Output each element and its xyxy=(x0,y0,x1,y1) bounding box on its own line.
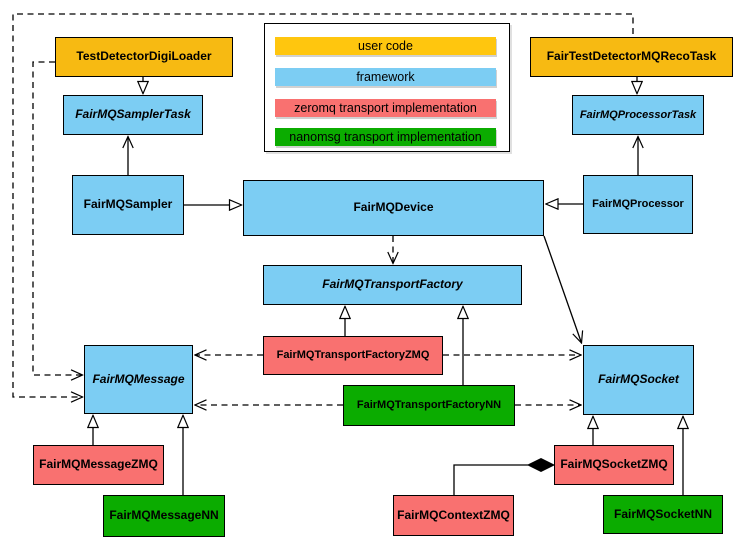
node-fairmqsamplertask: FairMQSamplerTask xyxy=(63,95,203,135)
node-fairmqtransportfactory: FairMQTransportFactory xyxy=(263,265,522,305)
node-fairmqmessagezmq: FairMQMessageZMQ xyxy=(33,445,164,485)
node-fairmqcontextzmq: FairMQContextZMQ xyxy=(393,495,514,536)
node-fairmqmessage: FairMQMessage xyxy=(84,345,193,414)
legend-item-framework: framework xyxy=(275,68,496,86)
legend-item-nanomsg: nanomsg transport implementation xyxy=(275,128,496,146)
legend-item-zeromq: zeromq transport implementation xyxy=(275,99,496,117)
legend-item-user-code: user code xyxy=(275,37,496,55)
edge-recotask-uses-message xyxy=(12,13,634,397)
node-fairmqprocessortask: FairMQProcessorTask xyxy=(572,95,704,135)
node-fairmqsocketnn: FairMQSocketNN xyxy=(603,495,723,534)
node-fairmqsampler: FairMQSampler xyxy=(72,175,184,235)
edge-digiloader-uses-message xyxy=(32,61,83,375)
composition-diamond-icon xyxy=(526,457,556,473)
edge-device-uses-socket xyxy=(543,235,582,343)
legend: user code framework zeromq transport imp… xyxy=(264,23,510,152)
node-fairmqsocketzmq: FairMQSocketZMQ xyxy=(554,445,674,485)
node-fairmqtransportfactorynn: FairMQTransportFactoryNN xyxy=(343,385,515,426)
node-fairmqsocket: FairMQSocket xyxy=(583,345,694,415)
edge-contextzmq-composed-in-socketzmq xyxy=(453,464,528,495)
node-testdetectordigiloader: TestDetectorDigiLoader xyxy=(55,37,233,77)
node-fairmqtransportfactoryzmq: FairMQTransportFactoryZMQ xyxy=(263,336,443,375)
node-fairmqmessagenn: FairMQMessageNN xyxy=(103,495,225,537)
node-fairmqprocessor: FairMQProcessor xyxy=(583,175,693,234)
node-fairtestdetectormqrecotask: FairTestDetectorMQRecoTask xyxy=(530,37,733,77)
node-fairmqdevice: FairMQDevice xyxy=(243,180,544,236)
